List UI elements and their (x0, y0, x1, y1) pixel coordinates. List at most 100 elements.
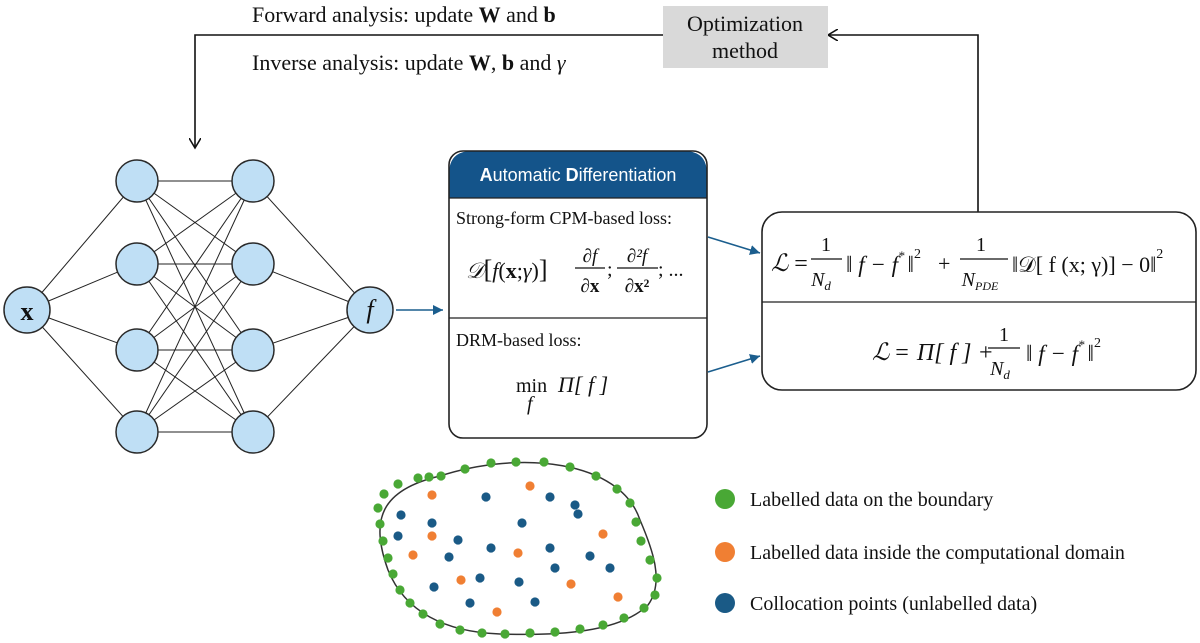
boundary-data-point (625, 498, 635, 508)
inside-labelled-data-point (456, 575, 466, 585)
hidden-layer-1-node (115, 159, 159, 203)
hidden-layer-1-node (115, 242, 159, 286)
boundary-data-point (636, 536, 646, 546)
collocation-point (550, 563, 560, 573)
first-derivative-numerator: ∂f (583, 246, 600, 267)
boundary-data-point (650, 590, 660, 600)
strong-form-label: Strong-form CPM-based loss: (456, 208, 672, 228)
network-output-label: f (366, 295, 377, 324)
inside-labelled-data-point (513, 548, 523, 558)
boundary-data-point (619, 613, 629, 623)
legend-marker (715, 593, 735, 613)
output-node (346, 286, 394, 334)
boundary-data-point (424, 472, 434, 482)
optimizer-to-network-arrow (195, 34, 663, 148)
loss-eq1-frac1-num: 1 (821, 234, 831, 256)
boundary-data-point (565, 462, 575, 472)
nn-edge (136, 180, 254, 265)
second-derivative-denominator: ∂x² (625, 276, 650, 297)
network-input-label: x (21, 297, 34, 326)
collocation-point (545, 543, 555, 553)
hidden-layer-2-node (231, 328, 275, 372)
computational-domain (373, 457, 662, 639)
collocation-point (514, 577, 524, 587)
inside-labelled-data-point (427, 531, 437, 541)
collocation-point (570, 500, 580, 510)
boundary-data-point (591, 471, 601, 481)
boundary-data-point (379, 489, 389, 499)
second-derivative-numerator: ∂²f (627, 246, 650, 267)
nn-edge (136, 263, 254, 433)
loss-eq2-data-norm: ‖ f − f*‖2 (1026, 336, 1101, 366)
loss-eq1-plus: + (938, 251, 950, 276)
collocation-point (530, 597, 540, 607)
drm-to-loss-arrow (707, 354, 761, 373)
inside-labelled-data-point (408, 550, 418, 560)
boundary-data-point (375, 519, 385, 529)
inside-labelled-data-point (427, 490, 437, 500)
boundary-data-point (383, 553, 393, 563)
collocation-point (517, 518, 527, 528)
domain-boundary (379, 461, 657, 636)
loss-eq1-frac2-den: NPDE (961, 269, 999, 293)
collocation-point (444, 552, 454, 562)
legend-label: Labelled data inside the computational d… (750, 542, 1125, 564)
inside-labelled-data-point (525, 481, 535, 491)
collocation-point (465, 598, 475, 608)
loss-to-optimizer-arrow (828, 35, 979, 212)
optimization-method-box: Optimization method (663, 6, 828, 68)
nn-edge (136, 349, 254, 433)
loss-eq1-data-norm: ‖ f − f*‖2 (846, 247, 921, 277)
optimization-label-line1: Optimization (687, 11, 803, 36)
nn-edge (136, 180, 254, 433)
collocation-point (475, 573, 485, 583)
strong-form-to-loss-arrow (707, 236, 761, 255)
automatic-differentiation-box: Automatic Differentiation Strong-form CP… (448, 150, 708, 439)
inside-labelled-data-point (566, 579, 576, 589)
nn-edge (252, 309, 371, 433)
drm-min-subscript: f (527, 393, 535, 415)
boundary-data-point (598, 620, 608, 630)
loss-eq2-frac-den: Nd (989, 358, 1010, 382)
inside-labelled-data-point (492, 607, 502, 617)
collocation-point (605, 563, 615, 573)
boundary-data-point (575, 624, 585, 634)
collocation-point (573, 509, 583, 519)
boundary-data-point (652, 573, 662, 583)
feedback-loop (195, 34, 979, 212)
loss-eq1-frac1-den: Nd (810, 269, 831, 293)
boundary-data-point (639, 603, 649, 613)
boundary-data-point (477, 628, 487, 638)
ad-title: Automatic Differentiation (480, 165, 677, 185)
hidden-layer-1-node (115, 410, 159, 454)
forward-analysis-text: Forward analysis: update W and b (252, 2, 556, 27)
boundary-data-point (378, 536, 388, 546)
boundary-data-point (455, 625, 465, 635)
boundary-data-point (395, 585, 405, 595)
boundary-data-point (418, 609, 428, 619)
loss-eq2-lhs: ℒ=Π[ f ] + (872, 340, 994, 366)
boundary-data-point (373, 503, 383, 513)
hidden-layer-1-node (115, 328, 159, 372)
loss-eq1-lhs: ℒ= (771, 251, 808, 277)
collocation-point (453, 535, 463, 545)
loss-function-box: ℒ= 1 Nd ‖ f − f*‖2 + 1 NPDE ‖𝒟[ f (x; γ)… (761, 211, 1197, 391)
inverse-analysis-text: Inverse analysis: update W, b and γ (252, 50, 567, 75)
collocation-point (429, 582, 439, 592)
hidden-layer-2-node (231, 159, 275, 203)
legend-marker (715, 489, 735, 509)
nn-edge (252, 180, 371, 311)
boundary-data-point (413, 473, 423, 483)
legend-marker (715, 542, 735, 562)
boundary-data-point (539, 457, 549, 467)
collocation-point (427, 518, 437, 528)
collocation-point (545, 492, 555, 502)
legend-label: Labelled data on the boundary (750, 489, 993, 511)
boundary-data-point (460, 464, 470, 474)
collocation-point (393, 531, 403, 541)
input-node (3, 286, 51, 334)
collocation-point (585, 551, 595, 561)
